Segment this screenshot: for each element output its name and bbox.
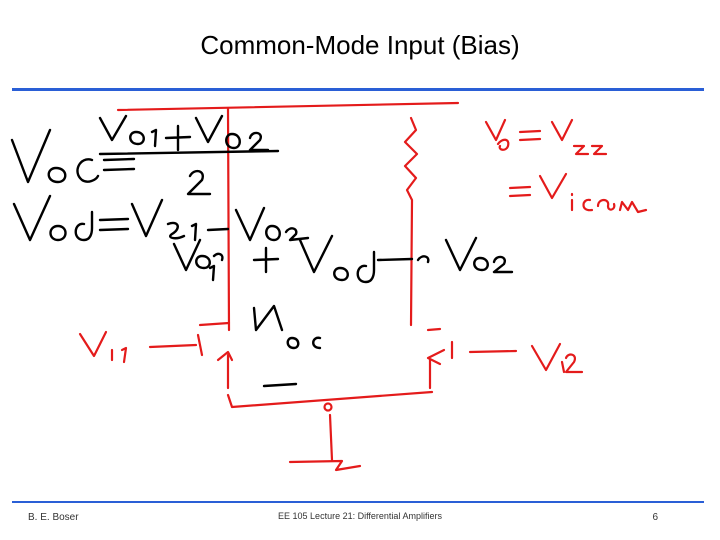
circuit-drawing (116, 101, 518, 472)
input-equality-equation (484, 118, 608, 156)
title-divider (12, 88, 704, 91)
output-differential-equation (12, 194, 310, 242)
input-label-vi1 (78, 330, 128, 364)
footer-course: EE 105 Lecture 21: Differential Amplifie… (278, 511, 442, 521)
output-common-mode-label (252, 304, 322, 388)
footer-author: B. E. Boser (28, 512, 79, 523)
input-label-vi2 (530, 342, 584, 374)
output-node-labels (172, 234, 514, 284)
footer-divider (12, 501, 704, 503)
footer-page-number: 6 (652, 512, 658, 523)
common-mode-input-equation (508, 172, 648, 214)
slide-title: Common-Mode Input (Bias) (200, 30, 520, 60)
output-common-mode-equation (10, 114, 280, 196)
